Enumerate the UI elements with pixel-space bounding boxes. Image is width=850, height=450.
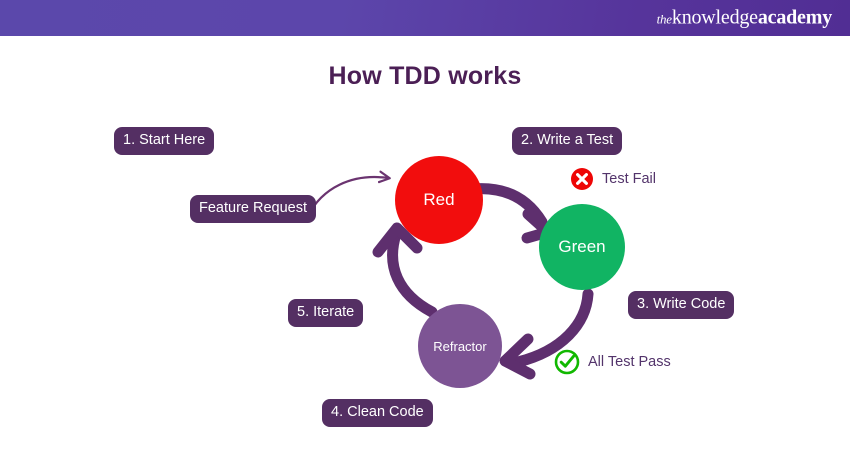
brand-logo[interactable]: theknowledgeacademy (656, 6, 833, 30)
badge-feature-request[interactable]: Feature Request (190, 195, 317, 223)
status-test-fail-label: Test Fail (602, 171, 656, 187)
brand-knowledge: knowledge (671, 6, 758, 29)
node-red-label: Red (423, 190, 455, 209)
circle-x-icon (571, 168, 593, 190)
status-all-test-pass-label: All Test Pass (588, 354, 671, 370)
tdd-cycle-diagram: Red Green Refractor 1. Start Here Featur… (0, 36, 850, 450)
status-all-test-pass: All Test Pass (554, 349, 671, 375)
circle-check-icon (554, 349, 580, 375)
arrowhead-refractor-to-red (372, 222, 423, 258)
badge-start-here[interactable]: 1. Start Here (114, 127, 215, 155)
arrow-refractor-to-red (387, 228, 438, 318)
brand-academy: academy (757, 6, 832, 29)
status-test-fail: Test Fail (570, 167, 656, 191)
app-header: theknowledgeacademy (0, 0, 850, 36)
arrow-green-to-refractor (512, 288, 594, 368)
badge-clean-code[interactable]: 4. Clean Code (322, 399, 433, 427)
badge-write-code[interactable]: 3. Write Code (628, 291, 735, 319)
arrowhead-green-to-refractor (499, 333, 536, 380)
arrow-layer (306, 36, 594, 380)
node-refractor-label: Refractor (433, 338, 487, 354)
node-refractor[interactable]: Refractor (418, 304, 502, 388)
brand-the: the (656, 11, 673, 27)
page-title: How TDD works (328, 62, 522, 90)
node-red[interactable]: Red (395, 156, 483, 244)
arrow-feature-to-red (306, 177, 388, 218)
node-green-label: Green (558, 237, 606, 256)
node-green[interactable]: Green (539, 204, 625, 290)
badge-write-a-test[interactable]: 2. Write a Test (512, 127, 623, 155)
badge-iterate[interactable]: 5. Iterate (288, 299, 364, 327)
